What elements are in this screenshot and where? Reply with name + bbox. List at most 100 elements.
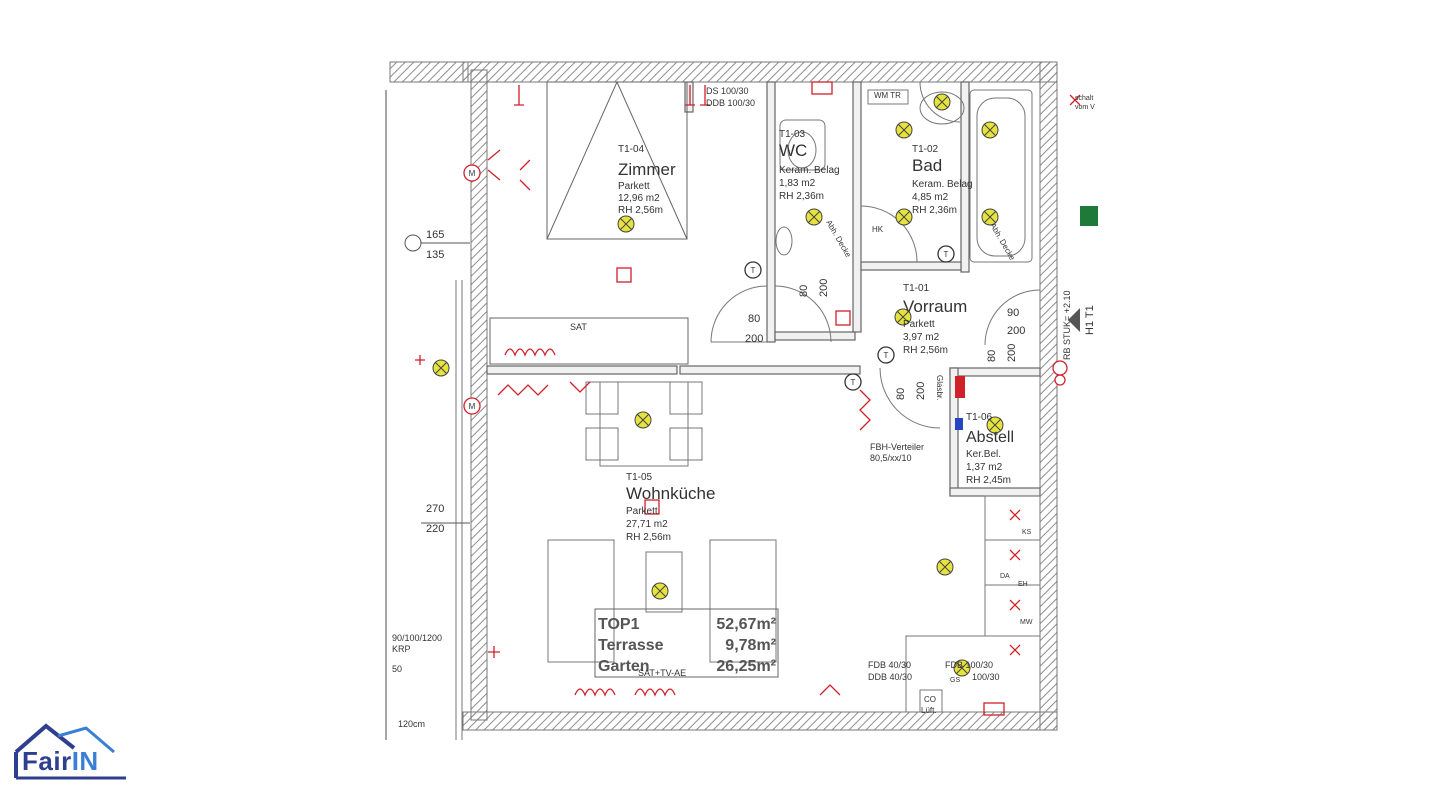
rb-stuk-label: RB STUK= +2.10: [1062, 290, 1072, 360]
left-note: 120cm: [398, 719, 425, 729]
room-name: Vorraum: [903, 297, 967, 316]
svg-text:T: T: [884, 351, 889, 360]
svg-text:M: M: [469, 169, 476, 178]
left-note: KRP: [392, 644, 411, 654]
summary-label: Garten: [598, 658, 650, 675]
room-name: Zimmer: [618, 160, 676, 179]
left-note: 90/100/1200: [392, 633, 442, 643]
room-height: RH 2,56m: [903, 345, 948, 356]
dim-label: 135: [426, 249, 444, 261]
room-floor: Parkett: [903, 319, 935, 330]
outer-walls: [385, 61, 1058, 740]
left-note: 50: [392, 664, 402, 674]
abh-decke-label: Abh. Decke: [988, 222, 1017, 263]
summary-value: 52,67m²: [716, 616, 776, 633]
svg-text:T: T: [751, 266, 756, 275]
dining-table: [585, 381, 703, 467]
hk-label: HK: [872, 225, 884, 234]
room-height: RH 2,36m: [779, 191, 824, 202]
room-height: RH 2,36m: [912, 205, 957, 216]
ddb-label: DDB 100/30: [706, 98, 755, 108]
ks-label: KS: [1022, 529, 1032, 536]
room-area: 27,71 m2: [626, 519, 668, 530]
ddb-label: DDB 40/30: [868, 672, 912, 682]
level-marker-icon: [1068, 308, 1080, 332]
room-code: T1-06: [966, 412, 993, 423]
room-code: T1-02: [912, 144, 939, 155]
sat-shelf: [489, 317, 689, 365]
house-roof-icon: [14, 723, 126, 780]
door-width: 80: [798, 285, 810, 297]
dim-label: 220: [426, 523, 444, 535]
room-height: RH 2,56m: [618, 205, 663, 216]
dim-label: 270: [426, 503, 444, 515]
room-area: 3,97 m2: [903, 332, 940, 343]
svg-text:M: M: [469, 402, 476, 411]
summary-value: 26,25m²: [716, 658, 776, 675]
abh-decke-label: Abh. Decke: [824, 219, 853, 260]
room-name: Bad: [912, 156, 942, 175]
wm-label: WM TR: [874, 91, 901, 100]
meter-symbols: [463, 164, 1068, 415]
door-height: 200: [1006, 344, 1018, 362]
sat-tv-label: SAT+TV-AE: [638, 668, 686, 678]
h1t1-label: H1 T1: [1084, 305, 1096, 335]
room-code: T1-01: [903, 283, 930, 294]
door-width: 80: [986, 350, 998, 362]
vom-label: vom V: [1075, 104, 1095, 111]
room-floor: Parkett: [618, 181, 650, 192]
room-floor: Ker.Bel.: [966, 449, 1001, 460]
room-code: T1-04: [618, 144, 645, 155]
exit-sign-icon: [1080, 206, 1098, 226]
sofas: [547, 539, 777, 663]
room-area: 1,37 m2: [966, 462, 1003, 473]
area-summary-box: [594, 608, 779, 678]
ddb-label: 100/30: [972, 672, 1000, 682]
room-floor: Keram. Belag: [912, 179, 973, 190]
glas-label: Glasbr.: [935, 375, 944, 400]
room-code: T1-05: [626, 472, 653, 483]
room-code: T1-03: [779, 129, 806, 140]
room-height: RH 2,56m: [626, 532, 671, 543]
door-height: 200: [745, 333, 763, 345]
sat-label: SAT: [570, 322, 587, 332]
door-width: 80: [895, 388, 907, 400]
summary-label: Terrasse: [598, 637, 664, 654]
room-area: 1,83 m2: [779, 178, 816, 189]
dim-label: 165: [426, 229, 444, 241]
door-width: 80: [748, 313, 760, 325]
interior-walls: [486, 81, 1041, 497]
svg-text:T: T: [944, 250, 949, 259]
door-swings: [710, 81, 1041, 429]
schalt-label: schalt: [1075, 95, 1093, 102]
luft-label: Lüft.: [921, 706, 937, 715]
door-width: 90: [1007, 307, 1019, 319]
da-label: DA: [1000, 573, 1010, 580]
ds-label: DS 100/30: [706, 86, 749, 96]
eh-label: EH: [1018, 581, 1028, 588]
fbh-label: FBH-Verteiler: [870, 442, 924, 452]
room-floor: Parkett: [626, 506, 658, 517]
co-label: CO: [924, 695, 936, 704]
room-name: Abstell: [966, 429, 1014, 446]
svg-text:T: T: [851, 378, 856, 387]
room-area: 4,85 m2: [912, 192, 949, 203]
summary-value: 9,78m²: [725, 637, 776, 654]
fbh-label-2: 80,5/xx/10: [870, 453, 912, 463]
summary-label: TOP1: [598, 616, 640, 633]
fdb-label: FDB 100/30: [945, 660, 993, 670]
room-area: 12,96 m2: [618, 193, 660, 204]
fdb-label: FDB 40/30: [868, 660, 911, 670]
room-floor: Keram. Belag: [779, 165, 840, 176]
door-height: 200: [818, 279, 830, 297]
door-height: 200: [915, 382, 927, 400]
room-name: Wohnküche: [626, 484, 715, 503]
door-height: 200: [1007, 325, 1025, 337]
gs-label: GS: [950, 677, 960, 684]
bathroom-fixtures: [775, 89, 1033, 263]
room-height: RH 2,45m: [966, 475, 1011, 486]
fairin-logo: FairIN: [14, 722, 130, 780]
